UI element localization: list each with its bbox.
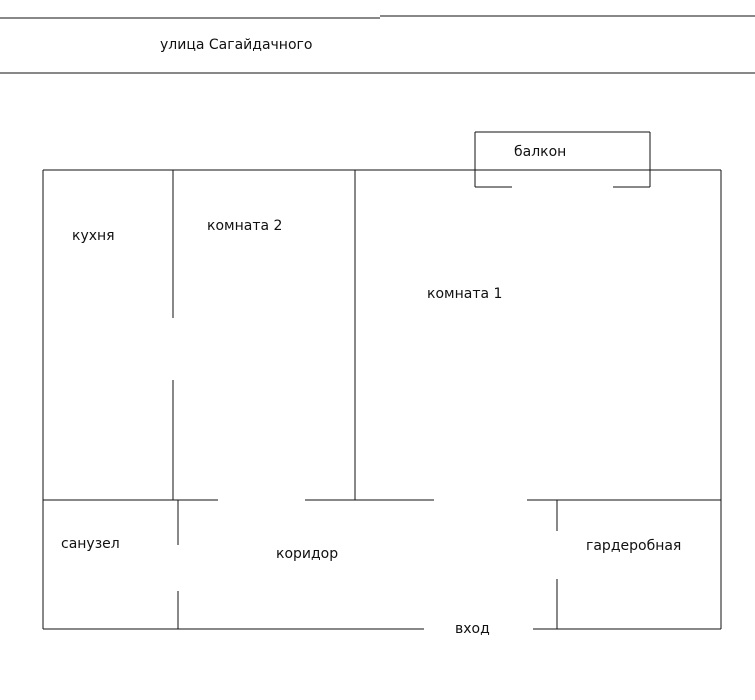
street-lines bbox=[0, 15, 755, 74]
outer-walls bbox=[42, 169, 722, 630]
room2-label: комната 2 bbox=[207, 218, 282, 234]
balcony-label: балкон bbox=[514, 144, 566, 160]
entrance-label: вход bbox=[455, 621, 490, 637]
room1-label: комната 1 bbox=[427, 286, 502, 302]
balcony bbox=[474, 131, 651, 188]
wardrobe-label: гардеробная bbox=[586, 538, 681, 554]
interior-walls bbox=[43, 170, 721, 629]
bathroom-label: санузел bbox=[61, 536, 120, 552]
corridor-label: коридор bbox=[276, 546, 338, 562]
street-label: улица Сагайдачного bbox=[160, 37, 312, 53]
kitchen-label: кухня bbox=[72, 228, 115, 244]
